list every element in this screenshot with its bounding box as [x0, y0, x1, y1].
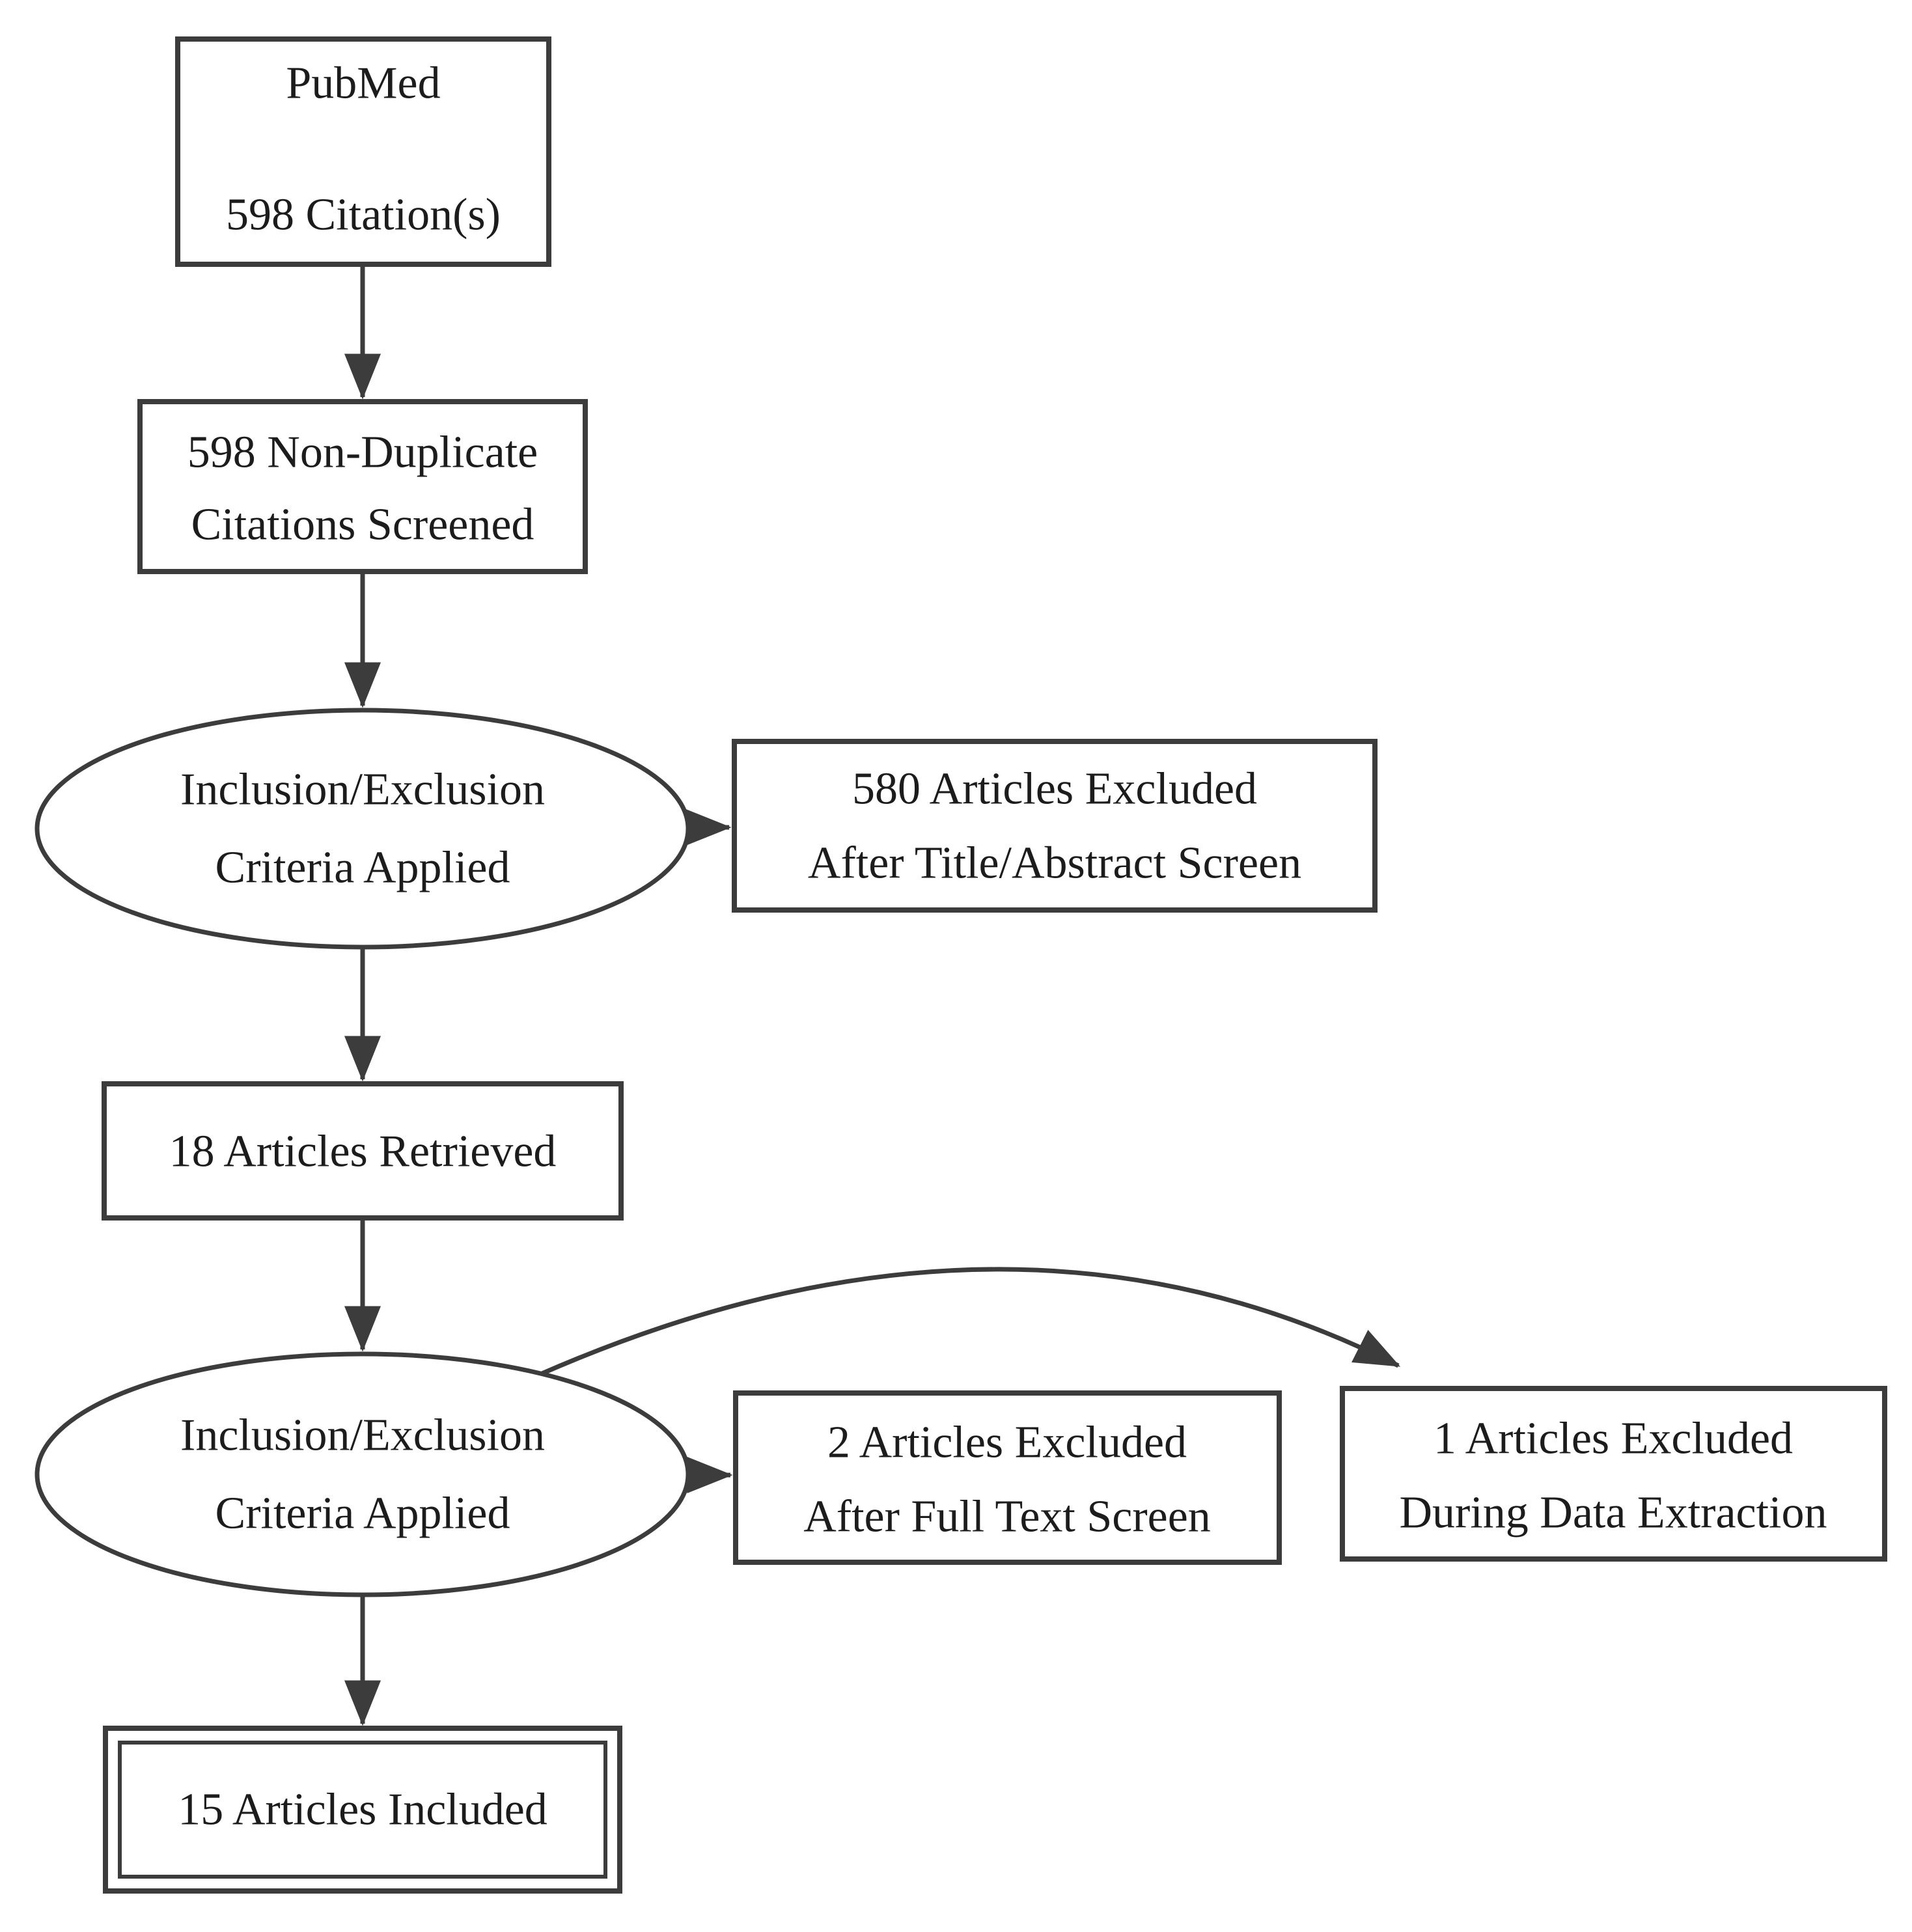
node-pubmed: PubMed 598 Citation(s) — [175, 36, 551, 267]
node-excluded-title-abstract: 580 Articles Excluded After Title/Abstra… — [732, 739, 1378, 913]
citations-screened-box — [137, 399, 588, 574]
articles-included-inner-box — [118, 1741, 607, 1879]
node-articles-retrieved: 18 Articles Retrieved — [102, 1081, 624, 1221]
excluded-full-text-label-line2: After Full Text Screen — [803, 1492, 1211, 1542]
pubmed-box — [175, 36, 551, 267]
excluded-data-extraction-box — [1340, 1386, 1887, 1562]
excluded-data-extraction-label-line1: 1 Articles Excluded — [1434, 1414, 1793, 1464]
node-criteria-applied-2: Inclusion/Exclusion Criteria Applied — [35, 1351, 691, 1597]
node-excluded-data-extraction: 1 Articles Excluded During Data Extracti… — [1340, 1386, 1887, 1562]
criteria-applied-1-ellipse — [35, 708, 691, 950]
excluded-title-abstract-box — [732, 739, 1378, 913]
flow-nodes: PubMed 598 Citation(s) 598 Non-Duplicate… — [35, 36, 1887, 1894]
arrow-criteria2-to-excluded-data-extraction — [538, 1267, 1401, 1377]
criteria-applied-1-label-line2: Criteria Applied — [215, 843, 510, 893]
pubmed-label-line2: 598 Citation(s) — [226, 190, 501, 240]
excluded-full-text-box — [733, 1390, 1282, 1565]
citations-screened-label-line2: Citations Screened — [191, 500, 534, 550]
node-criteria-applied-1: Inclusion/Exclusion Criteria Applied — [35, 708, 691, 950]
flow-arrows — [344, 265, 1401, 1726]
excluded-title-abstract-label-line2: After Title/Abstract Screen — [808, 838, 1301, 889]
node-citations-screened: 598 Non-Duplicate Citations Screened — [137, 399, 588, 574]
citations-screened-label-line1: 598 Non-Duplicate — [187, 428, 538, 478]
node-articles-included: 15 Articles Included — [103, 1726, 622, 1894]
excluded-data-extraction-label-line2: During Data Extraction — [1399, 1488, 1827, 1538]
criteria-applied-2-label-line2: Criteria Applied — [215, 1489, 510, 1539]
articles-retrieved-label: 18 Articles Retrieved — [169, 1127, 557, 1177]
excluded-full-text-label-line1: 2 Articles Excluded — [827, 1418, 1187, 1468]
criteria-applied-2-label-line1: Inclusion/Exclusion — [180, 1411, 545, 1461]
pubmed-label-line1: PubMed — [286, 59, 440, 109]
articles-included-label: 15 Articles Included — [178, 1785, 547, 1835]
articles-retrieved-box — [102, 1081, 624, 1221]
excluded-title-abstract-label-line1: 580 Articles Excluded — [852, 764, 1257, 814]
criteria-applied-2-ellipse — [35, 1351, 691, 1597]
node-excluded-full-text: 2 Articles Excluded After Full Text Scre… — [733, 1390, 1282, 1565]
criteria-applied-1-label-line1: Inclusion/Exclusion — [180, 765, 545, 815]
